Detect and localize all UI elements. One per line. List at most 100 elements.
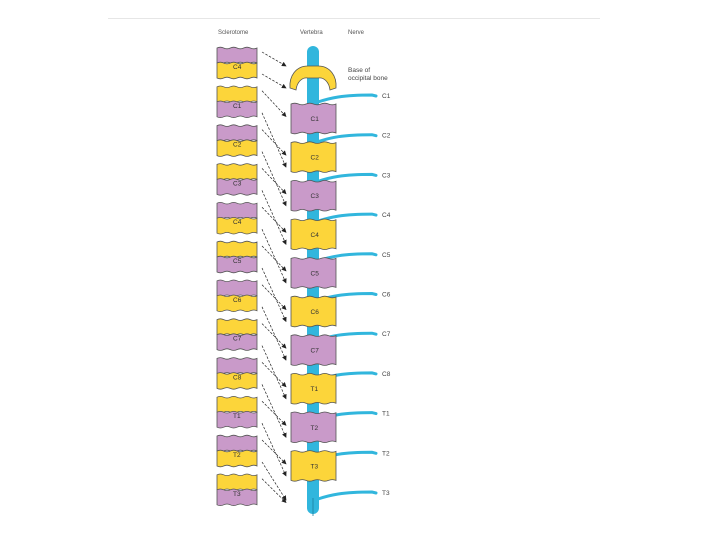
nerve-label: C6: [382, 292, 391, 299]
nerve-fiber: [316, 133, 378, 144]
sclerotome-upper-half: [216, 473, 258, 491]
arrow-upper: [261, 439, 287, 465]
arrow-lower: [261, 306, 287, 361]
header-sclerotome: Sclerotome: [218, 30, 249, 36]
sclerotome-lower-half: [216, 255, 258, 274]
sclerotome-upper-half: [216, 318, 258, 336]
nerve-root-c2: C2: [316, 133, 391, 144]
vertebra-label: C5: [311, 270, 320, 277]
vertebra-label: T2: [311, 425, 319, 432]
sclerotome-lower-half: [216, 449, 258, 468]
sclerotome-1: C1: [216, 85, 258, 118]
sclerotome-lower-half: [216, 488, 258, 506]
vertebra-body: [290, 411, 337, 443]
sclerotome-lower-half: [216, 178, 258, 196]
header-nerve: Nerve: [348, 30, 365, 36]
arrow-lower: [261, 73, 287, 89]
arrow-lower: [261, 112, 287, 168]
sclerotome-lower-half: [216, 333, 258, 351]
sclerotome-10: T2: [216, 434, 258, 468]
nerve-root-t3: T3: [316, 490, 390, 501]
sclerotome-5: C5: [216, 240, 258, 274]
sclerotome-label: C8: [233, 374, 242, 381]
vertebra-c5: C5: [290, 257, 337, 289]
sclerotome-label: C5: [233, 258, 242, 265]
sclerotome-upper-half: [216, 85, 258, 103]
arrow-lower: [261, 229, 287, 284]
sclerotome-label: T1: [233, 413, 241, 420]
nerve-label: C4: [382, 212, 391, 219]
sclerotome-label: C4: [233, 219, 242, 226]
sclerotome-lower-half: [216, 372, 258, 390]
vertebra-label: C7: [311, 348, 320, 355]
arrow-upper: [261, 51, 287, 67]
sclerotome-upper-half: [216, 46, 258, 65]
sclerotome-upper-half: [216, 279, 258, 297]
arrow-lower: [261, 384, 287, 438]
nerve-label: C3: [382, 172, 391, 179]
vertebra-c2: C2: [290, 141, 337, 173]
sclerotome-label: C1: [233, 103, 242, 110]
arrow-lower: [261, 461, 287, 501]
vertebra-body: [290, 450, 337, 482]
sclerotome-upper-half: [216, 163, 258, 181]
sclerotome-upper-half: [216, 202, 258, 220]
sclerotome-label: C3: [233, 180, 242, 187]
occipital-label-line-2: occipital bone: [348, 75, 388, 82]
vertebra-label: C6: [311, 309, 320, 316]
sclerotome-4: C4: [216, 202, 258, 235]
nerve-label: C5: [382, 252, 391, 259]
vertebra-c4: C4: [290, 218, 337, 250]
vertebra-label: C3: [311, 193, 320, 200]
nerve-fiber: [316, 172, 378, 183]
nerve-root-c3: C3: [316, 172, 391, 183]
occipital-base: [289, 65, 337, 91]
top-divider: [108, 18, 600, 19]
sclerotome-upper-half: [216, 240, 258, 259]
sclerotome-0: C4: [216, 46, 258, 80]
arrow-upper: [261, 129, 287, 156]
vertebra-c7: C7: [290, 334, 337, 366]
nerve-fiber: [316, 490, 378, 501]
arrow-upper: [261, 245, 287, 272]
sclerotome-upper-half: [216, 434, 258, 453]
arrow-upper: [261, 400, 287, 426]
vertebra-body: [290, 295, 337, 328]
sclerotome-label: T3: [233, 491, 241, 498]
nerve-label: C2: [382, 133, 391, 140]
sclerotome-6: C6: [216, 279, 258, 312]
sclerotome-9: T1: [216, 396, 258, 429]
sclerotome-11: T3: [216, 473, 258, 506]
sclerotome-lower-half: [216, 139, 258, 157]
arrow-lower: [261, 345, 287, 400]
vertebra-label: T3: [311, 463, 319, 470]
sclerotome-7: C7: [216, 318, 258, 351]
nerve-label: C8: [382, 371, 391, 378]
vertebra-body: [290, 218, 337, 250]
nerve-root-c1: C1: [316, 93, 391, 104]
arrow-upper: [261, 362, 287, 388]
arrow-lower: [261, 423, 287, 477]
vertebra-body: [290, 180, 337, 212]
vertebra-body: [290, 141, 337, 173]
arrow-upper: [261, 90, 287, 118]
arrow-lower: [261, 267, 287, 323]
sclerotome-label: C6: [233, 297, 242, 304]
vertebra-label: C4: [311, 232, 320, 239]
sclerotome-label: T2: [233, 452, 241, 459]
occipital-bone-shape: [289, 65, 337, 91]
occipital-label-line-1: Base of: [348, 67, 370, 74]
sclerotome-lower-half: [216, 217, 258, 235]
vertebra-t3: T3: [290, 450, 337, 482]
arrow-upper: [261, 478, 287, 503]
nerve-label: T3: [382, 490, 390, 497]
sclerotome-label: C4: [233, 64, 242, 71]
arrow-lower: [261, 190, 287, 245]
arrow-upper: [261, 323, 287, 349]
sclerotome-label: C7: [233, 336, 242, 343]
arrow-upper: [261, 206, 287, 233]
